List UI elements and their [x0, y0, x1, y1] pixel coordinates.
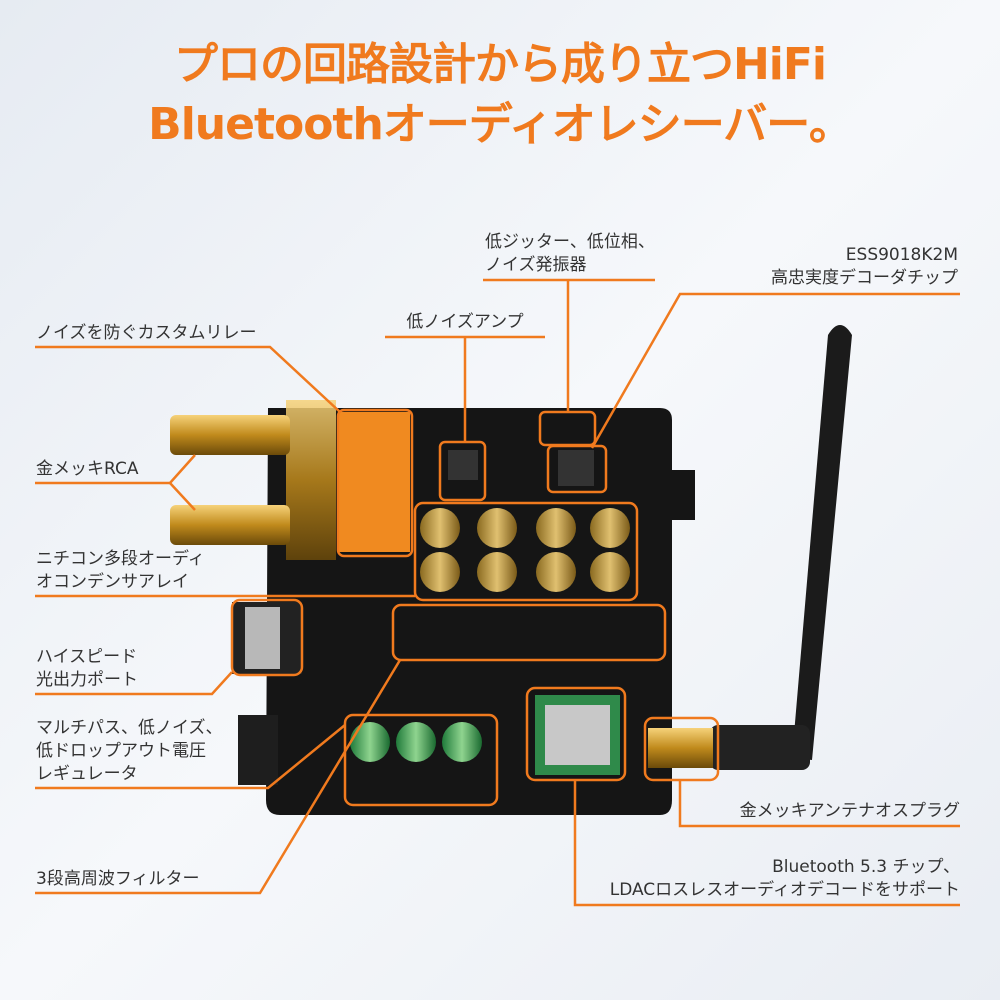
label-optical-port: ハイスピード 光出力ポート: [36, 646, 138, 692]
callout-lines: [35, 278, 960, 907]
label-dac: ESS9018K2M 高忠実度デコーダチップ: [771, 244, 958, 290]
headline-line-2: Bluetoothオーディオレシーバー。: [148, 99, 853, 150]
headline-line-1: プロの回路設計から成り立つHiFi: [173, 39, 827, 90]
label-antenna-plug: 金メッキアンテナオスプラグ: [739, 801, 960, 821]
label-line: 高忠実度デコーダチップ: [771, 268, 958, 288]
label-line: ニチコン多段オーディ: [36, 549, 205, 569]
label-line: ノイズ発振器: [485, 255, 587, 275]
label-line: 低ジッター、低位相、: [485, 232, 655, 252]
label-rca: 金メッキRCA: [36, 459, 139, 479]
label-line: 低ドロップアウト電圧: [36, 741, 206, 761]
label-line: レギュレータ: [36, 764, 138, 784]
label-line: ESS9018K2M: [845, 245, 958, 265]
label-capacitor-array: ニチコン多段オーディ オコンデンサアレイ: [36, 548, 205, 594]
label-line: Bluetooth 5.3 チップ、: [772, 857, 960, 877]
label-bluetooth-chip: Bluetooth 5.3 チップ、 LDACロスレスオーディオデコードをサポー…: [610, 856, 960, 902]
label-line: オコンデンサアレイ: [36, 572, 189, 592]
label-relay: ノイズを防ぐカスタムリレー: [36, 323, 257, 343]
label-amp: 低ノイズアンプ: [406, 312, 524, 332]
label-line: マルチパス、低ノイズ、: [36, 718, 223, 738]
label-oscillator: 低ジッター、低位相、 ノイズ発振器: [485, 231, 655, 277]
label-line: LDACロスレスオーディオデコードをサポート: [609, 880, 960, 900]
antenna: [710, 325, 852, 770]
label-line: 光出力ポート: [36, 670, 138, 690]
label-filter: 3段高周波フィルター: [36, 869, 200, 889]
label-line: ハイスピード: [36, 647, 138, 667]
label-regulator: マルチパス、低ノイズ、 低ドロップアウト電圧 レギュレータ: [36, 717, 223, 786]
circuit-board: [170, 400, 713, 815]
